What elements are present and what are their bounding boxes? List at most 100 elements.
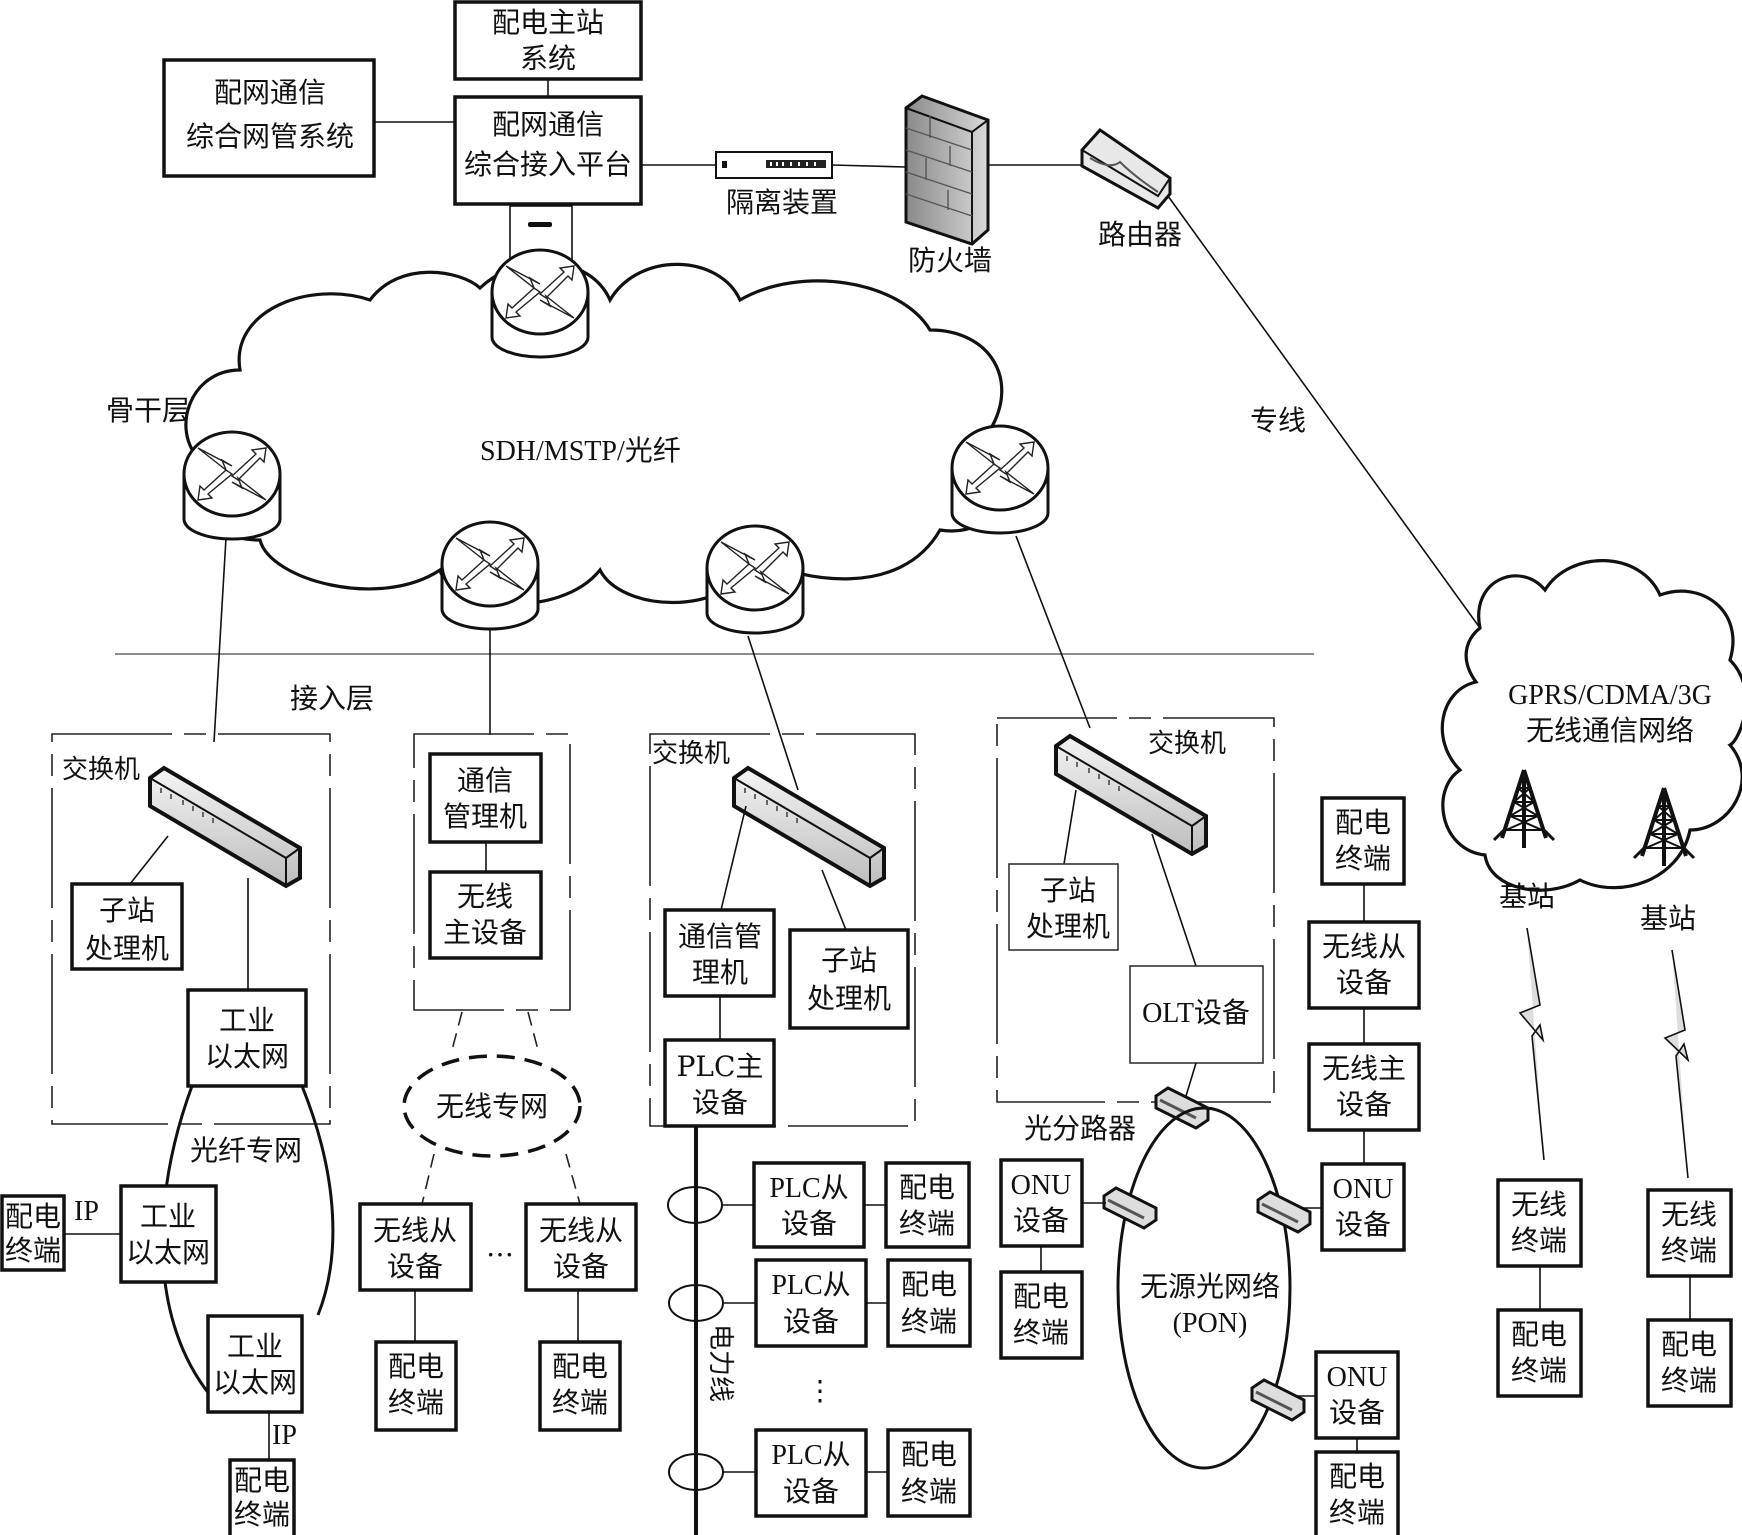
ethernet-top-box[interactable]: 工业 以太网 [186, 988, 308, 1088]
plc-terminal-3-box[interactable]: 配电 终端 [886, 1428, 972, 1518]
splitter-bottom-icon[interactable] [1250, 1378, 1306, 1422]
router-left-icon[interactable] [182, 430, 282, 541]
access-platform-line2: 综合接入平台 [464, 148, 632, 181]
wireless-comm-mgr-line2: 管理机 [443, 800, 527, 833]
plc-slave-3-line1: PLC从 [771, 1440, 850, 1471]
power-terminal-b-box[interactable]: 配电 终端 [1646, 1318, 1733, 1408]
fiber-switch-label: 交换机 [62, 755, 140, 785]
chain-master-line1: 无线主 [1322, 1052, 1406, 1085]
wireless-terminal-a-box[interactable]: 无线 终端 [1496, 1178, 1583, 1268]
wireless-terminal-a-line2: 终端 [1511, 1224, 1567, 1257]
plc-switch-icon[interactable] [732, 766, 886, 888]
fiber-ring-right [300, 1085, 335, 1316]
power-terminal-a-box[interactable]: 配电 终端 [1496, 1308, 1583, 1398]
pon-terminal-left-box[interactable]: 配电 终端 [999, 1270, 1084, 1360]
plc-terminal-1-box[interactable]: 配电 终端 [884, 1161, 971, 1249]
router-right-icon[interactable] [950, 424, 1050, 535]
ethernet-top-line2: 以太网 [205, 1040, 289, 1073]
ethernet-bottom-box[interactable]: 工业 以太网 [206, 1314, 304, 1414]
main-station-box[interactable]: 配电主站 系统 [453, 0, 643, 81]
wireless-terminal-2-box[interactable]: 配电 终端 [538, 1340, 622, 1432]
wireless-terminal-b-line2: 终端 [1661, 1234, 1717, 1267]
plc-terminal-1-line1: 配电 [899, 1171, 955, 1204]
wireless-terminal-1-box[interactable]: 配电 终端 [374, 1340, 458, 1432]
access-layer-label: 接入层 [290, 682, 374, 715]
main-station-line1: 配电主站 [492, 6, 604, 39]
olt-box[interactable]: OLT设备 [1129, 965, 1264, 1064]
plc-slave-2-box[interactable]: PLC从 设备 [754, 1258, 868, 1348]
fiber-terminal-left-line1: 配电 [5, 1200, 61, 1233]
fiber-terminal-left-line2: 终端 [5, 1234, 61, 1267]
backbone-layer-label: 骨干层 [106, 394, 190, 427]
fiber-terminal-left-box[interactable]: 配电 终端 [0, 1194, 66, 1272]
wireless-comm-mgr-box[interactable]: 通信 管理机 [428, 752, 543, 844]
plc-substation-box[interactable]: 子站 处理机 [788, 928, 910, 1030]
plc-slave-row-1: PLC从 设备 配电 终端 [667, 1161, 971, 1249]
onu-left-line1: ONU [1011, 1170, 1072, 1201]
fiber-switch-icon[interactable] [148, 766, 302, 888]
plc-slave-1-line2: 设备 [781, 1207, 837, 1240]
onu-left-box[interactable]: ONU 设备 [999, 1158, 1084, 1248]
wireless-slave-1-line2: 设备 [387, 1250, 443, 1283]
leased-line [1167, 195, 1481, 629]
radio-link-2-icon [1663, 949, 1690, 1179]
access-platform-line1: 配网通信 [492, 108, 604, 141]
chain-master-box[interactable]: 无线主 设备 [1307, 1042, 1421, 1132]
plc-switch-label: 交换机 [652, 739, 730, 769]
onu-right-line2: 设备 [1335, 1208, 1391, 1241]
pon-label-line2: (PON) [1173, 1308, 1248, 1339]
fiber-substation-box[interactable]: 子站 处理机 [70, 882, 184, 971]
router-top-icon[interactable] [490, 248, 590, 359]
nms-line2: 综合网管系统 [186, 120, 354, 153]
wireless-terminal-1-line1: 配电 [388, 1350, 444, 1383]
wireless-net-label: 无线专网 [436, 1090, 548, 1123]
isolation-device-icon[interactable] [715, 151, 833, 179]
chain-slave-line1: 无线从 [1322, 930, 1406, 963]
onu-bottom-box[interactable]: ONU 设备 [1314, 1350, 1400, 1440]
pon-substation-box[interactable]: 子站 处理机 [1008, 863, 1119, 951]
plc-terminal-2-box[interactable]: 配电 终端 [886, 1258, 972, 1348]
chain-slave-line2: 设备 [1336, 966, 1392, 999]
wireless-terminal-1-line2: 终端 [388, 1386, 444, 1419]
plc-slave-3-box[interactable]: PLC从 设备 [754, 1428, 868, 1518]
plc-master-box[interactable]: PLC主 设备 [663, 1038, 776, 1128]
wireless-region [413, 733, 571, 1011]
splitter-left-icon[interactable] [1102, 1186, 1158, 1230]
access-platform-box[interactable]: 配网通信 综合接入平台 [453, 95, 643, 206]
nms-box[interactable]: 配网通信 综合网管系统 [162, 58, 376, 178]
plc-slave-1-box[interactable]: PLC从 设备 [752, 1161, 866, 1249]
wireless-terminal-b-box[interactable]: 无线 终端 [1646, 1188, 1733, 1278]
plc-comm-mgr-box[interactable]: 通信管 理机 [663, 908, 776, 998]
plc-slave-row-2: PLC从 设备 配电 终端 [668, 1258, 972, 1348]
router-mid1-icon[interactable] [440, 520, 540, 631]
radio-link-1-icon [1518, 927, 1545, 1161]
plc-slave-1-line1: PLC从 [769, 1173, 848, 1204]
plc-terminal-3-line1: 配电 [901, 1438, 957, 1471]
firewall-icon[interactable] [904, 94, 990, 246]
pon-label-line1: 无源光网络 [1140, 1270, 1280, 1303]
main-station-line2: 系统 [520, 42, 576, 75]
router-icon[interactable] [1080, 128, 1172, 210]
base-station-1-label: 基站 [1499, 880, 1555, 913]
pon-terminal-bottom-box[interactable]: 配电 终端 [1314, 1450, 1400, 1535]
wireless-slave-1-line1: 无线从 [373, 1214, 457, 1247]
chain-slave-box[interactable]: 无线从 设备 [1307, 920, 1421, 1010]
wireless-slave-2-box[interactable]: 无线从 设备 [524, 1202, 638, 1292]
fiber-terminal-bottom-box[interactable]: 配电 终端 [228, 1458, 296, 1535]
ethernet-left-box[interactable]: 工业 以太网 [119, 1184, 218, 1284]
pon-substation-line1: 子站 [1040, 874, 1096, 907]
splitter-right-icon[interactable] [1256, 1190, 1312, 1234]
plc-master-line1: PLC主 [677, 1050, 764, 1083]
router-mid2-icon[interactable] [705, 524, 805, 635]
nms-line1: 配网通信 [214, 76, 326, 109]
plc-ellipsis: ⋮ [806, 1374, 834, 1407]
plc-slave-row-3: PLC从 设备 配电 终端 [668, 1428, 972, 1518]
ethernet-bottom-line1: 工业 [227, 1330, 283, 1363]
wireless-slave-1-box[interactable]: 无线从 设备 [358, 1202, 473, 1292]
plc-substation-line1: 子站 [821, 944, 877, 977]
wireless-master-box[interactable]: 无线 主设备 [428, 870, 543, 960]
pon-terminal-left-line2: 终端 [1013, 1316, 1069, 1349]
onu-right-box[interactable]: ONU 设备 [1320, 1162, 1406, 1252]
chain-terminal-box[interactable]: 配电 终端 [1320, 796, 1406, 886]
router-label: 路由器 [1098, 218, 1182, 251]
